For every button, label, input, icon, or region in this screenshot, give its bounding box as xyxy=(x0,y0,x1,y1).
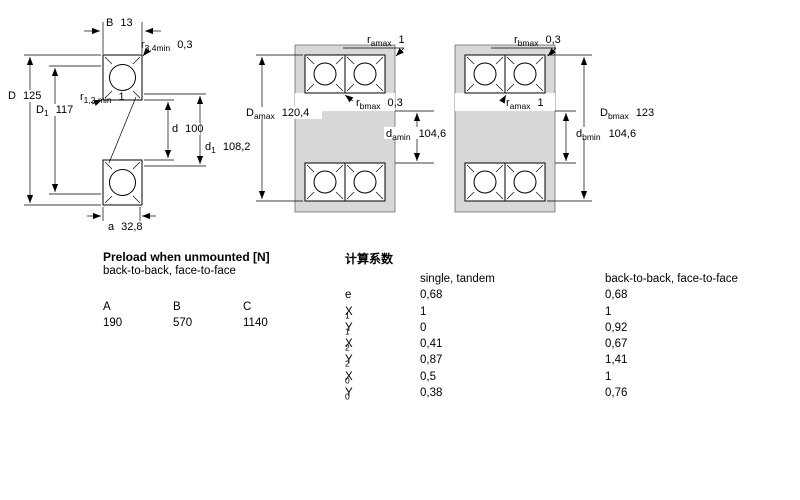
preload-header-B: B xyxy=(173,301,181,313)
factors-col2-header: back-to-back, face-to-face xyxy=(605,273,738,285)
factors-header-row: single, tandem back-to-back, face-to-fac… xyxy=(345,273,738,289)
contact-angle-line xyxy=(108,96,137,164)
preload-header-A: A xyxy=(103,301,111,313)
preload-header-row: A B C xyxy=(103,301,270,317)
calculation-factors-table: 计算系数 single, tandem back-to-back, face-t… xyxy=(345,250,738,403)
dimension-label-backgrounds xyxy=(6,90,606,139)
preload-header-C: C xyxy=(243,301,252,313)
factors-title: 计算系数 xyxy=(345,252,394,266)
preload-value-C: 1140 xyxy=(243,317,268,330)
preload-title: Preload when unmounted [N] xyxy=(103,250,270,264)
preload-value-row: 190 570 1140 xyxy=(103,317,270,333)
paired-bearing-figure-2 xyxy=(454,44,556,213)
factors-row-e: e 0,68 0,68 xyxy=(345,289,628,302)
preload-table: Preload when unmounted [N] back-to-back,… xyxy=(103,250,270,334)
paired-bearing-figure-1 xyxy=(294,44,396,213)
preload-value-A: 190 xyxy=(103,317,123,330)
preload-subtitle: back-to-back, face-to-face xyxy=(103,265,236,277)
preload-value-B: 570 xyxy=(173,317,193,330)
single-bearing-figure xyxy=(102,54,143,206)
factors-col1-header: single, tandem xyxy=(420,273,495,285)
